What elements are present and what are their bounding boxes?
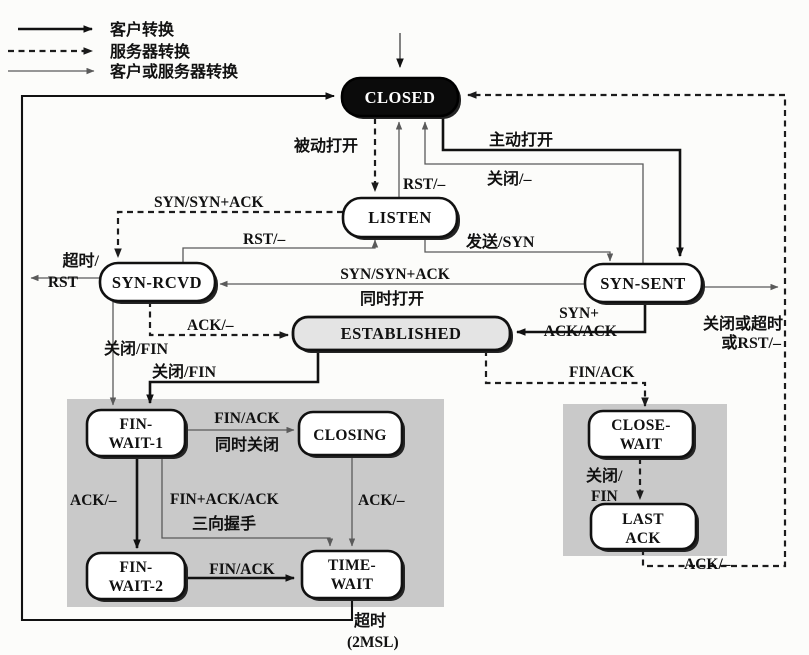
legend-item-either: 客户或服务器转换 — [8, 62, 239, 81]
legend-item-server: 服务器转换 — [8, 42, 191, 61]
state-closed: CLOSED — [340, 76, 461, 119]
transition-listen-synsent: 发送/SYN — [424, 232, 614, 262]
svg-text:SYN/SYN+ACK: SYN/SYN+ACK — [154, 194, 264, 211]
transition-synsent-established: SYN+ ACK/ACK — [516, 302, 647, 340]
transition-synrcvd-established: ACK/– — [148, 301, 289, 339]
transition-established-closewait: FIN/ACK — [484, 350, 649, 407]
transition-lastack-closed: ACK/– — [467, 91, 787, 573]
state-label-established: ESTABLISHED — [341, 324, 462, 343]
svg-text:LAST: LAST — [622, 511, 664, 528]
svg-text:ACK: ACK — [625, 530, 660, 547]
states: CLOSED LISTEN SYN-RCVD SYN-SENT ESTABLIS… — [85, 76, 705, 602]
svg-text:ACK/–: ACK/– — [684, 556, 731, 573]
svg-text:(2MSL): (2MSL) — [347, 634, 399, 651]
svg-text:FIN: FIN — [591, 488, 618, 505]
transition-closed-synsent: 主动打开 — [441, 114, 684, 257]
svg-text:或RST/–: 或RST/– — [721, 333, 782, 352]
svg-text:FIN/ACK: FIN/ACK — [569, 364, 634, 381]
svg-text:FIN-: FIN- — [119, 416, 152, 433]
state-label-closing: CLOSING — [313, 427, 387, 444]
state-last-ack: LAST ACK — [589, 502, 699, 552]
transition-established-finwait1: 关闭/FIN — [146, 350, 320, 404]
svg-text:WAIT-2: WAIT-2 — [109, 578, 164, 595]
legend: 客户转换 服务器转换 客户或服务器转换 — [8, 20, 239, 81]
svg-text:SYN/SYN+ACK: SYN/SYN+ACK — [340, 266, 450, 283]
svg-text:WAIT-1: WAIT-1 — [109, 435, 164, 452]
state-syn-rcvd: SYN-RCVD — [98, 261, 218, 304]
transition-synrcvd-listen: RST/– — [182, 231, 379, 263]
transition-listen-closed: RST/– — [395, 121, 445, 197]
svg-text:FIN-: FIN- — [119, 559, 152, 576]
transition-listen-synrcvd: SYN/SYN+ACK — [114, 194, 343, 258]
transition-synsent-closed-right: 关闭或超时 或RST/– — [702, 283, 783, 352]
transition-closewait-lastack: 关闭/ FIN — [586, 458, 644, 505]
transition-closed-listen: 被动打开 — [294, 118, 379, 192]
state-fin-wait-1: FIN- WAIT-1 — [85, 408, 188, 459]
svg-text:FIN/ACK: FIN/ACK — [214, 410, 279, 427]
svg-text:同时关闭: 同时关闭 — [215, 435, 279, 454]
svg-text:ACK/ACK: ACK/ACK — [544, 323, 617, 340]
svg-text:三向握手: 三向握手 — [192, 514, 256, 533]
svg-text:CLOSE-: CLOSE- — [611, 417, 671, 434]
transition-finwait1-timewait: FIN+ACK/ACK 三向握手 — [161, 456, 334, 547]
transition-synrcvd-finwait1: 关闭/FIN — [104, 301, 168, 406]
svg-text:超时/: 超时/ — [62, 251, 100, 270]
svg-text:关闭/–: 关闭/– — [487, 169, 532, 188]
state-fin-wait-2: FIN- WAIT-2 — [85, 551, 188, 602]
svg-text:同时打开: 同时打开 — [360, 289, 424, 308]
svg-text:关闭/: 关闭/ — [586, 466, 623, 485]
legend-label: 客户转换 — [110, 20, 175, 39]
svg-text:ACK/–: ACK/– — [358, 492, 405, 509]
legend-label: 客户或服务器转换 — [110, 62, 239, 81]
state-closing: CLOSING — [297, 410, 405, 458]
svg-text:FIN/ACK: FIN/ACK — [209, 561, 274, 578]
state-time-wait: TIME- WAIT — [300, 549, 405, 601]
state-label-listen: LISTEN — [368, 208, 432, 227]
transition-closing-timewait: ACK/– — [348, 455, 405, 547]
transition-finwait2-timewait: FIN/ACK — [185, 561, 295, 582]
transition-timewait-closed: 超时 (2MSL) — [20, 92, 399, 651]
transitions: 超时 (2MSL) 超时/ RST ACK/– 被动打开 RST/– 关闭/– — [20, 33, 787, 651]
state-label-syn-rcvd: SYN-RCVD — [112, 273, 202, 292]
svg-text:FIN+ACK/ACK: FIN+ACK/ACK — [170, 491, 279, 508]
transition-synsent-closed-top: 关闭/– — [421, 121, 644, 263]
state-label-closed: CLOSED — [365, 88, 436, 107]
svg-text:ACK/–: ACK/– — [187, 317, 234, 334]
svg-text:关闭/FIN: 关闭/FIN — [104, 339, 168, 358]
svg-text:TIME-: TIME- — [328, 557, 376, 574]
svg-text:RST: RST — [48, 274, 79, 291]
transition-finwait1-closing: FIN/ACK 同时关闭 — [185, 410, 295, 454]
legend-label: 服务器转换 — [110, 42, 191, 61]
svg-text:WAIT: WAIT — [331, 576, 374, 593]
svg-text:ACK/–: ACK/– — [70, 492, 117, 509]
transition-synrcvd-closed: 超时/ RST — [30, 251, 100, 291]
state-established: ESTABLISHED — [291, 315, 513, 353]
svg-text:主动打开: 主动打开 — [489, 130, 553, 149]
svg-text:被动打开: 被动打开 — [294, 136, 358, 155]
svg-text:RST/–: RST/– — [243, 231, 285, 248]
state-listen: LISTEN — [341, 196, 460, 240]
state-syn-sent: SYN-SENT — [583, 262, 705, 305]
svg-text:SYN+: SYN+ — [559, 305, 599, 322]
legend-item-client: 客户转换 — [18, 20, 175, 39]
transition-synsent-synrcvd: SYN/SYN+ACK 同时打开 — [219, 266, 585, 308]
state-close-wait: CLOSE- WAIT — [587, 409, 696, 460]
svg-text:关闭/FIN: 关闭/FIN — [152, 362, 216, 381]
transition-finwait1-finwait2: ACK/– — [70, 456, 141, 549]
svg-text:发送/SYN: 发送/SYN — [465, 232, 535, 251]
svg-text:关闭或超时: 关闭或超时 — [703, 314, 783, 333]
svg-text:RST/–: RST/– — [403, 176, 445, 193]
svg-text:WAIT: WAIT — [620, 436, 663, 453]
svg-text:超时: 超时 — [353, 611, 386, 630]
state-label-syn-sent: SYN-SENT — [600, 274, 686, 293]
